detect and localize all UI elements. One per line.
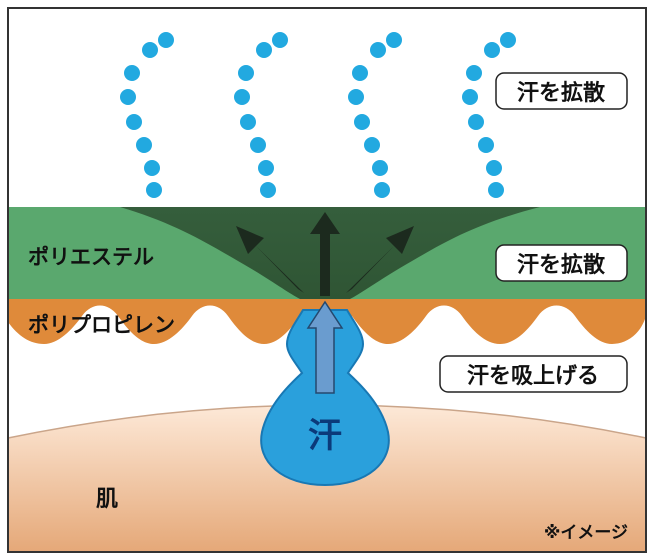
evaporation-dots [120,32,516,198]
polypropylene-layer [8,299,646,344]
sweat-dot [146,182,162,198]
sweat-dot [144,160,160,176]
sweat-dot [478,137,494,153]
sweat-dot [484,42,500,58]
sweat-dot [260,182,276,198]
callout-absorb: 汗を吸上げる [439,355,628,393]
sweat-dot [158,32,174,48]
sweat-dot [486,160,502,176]
polypropylene-label: ポリプロピレン [28,313,175,337]
sweat-dot [126,114,142,130]
sweat-drop [260,309,390,487]
sweat-dot [372,160,388,176]
image-note: ※イメージ [544,523,628,543]
arrow-right [346,226,414,293]
sweat-label: 汗 [308,416,342,456]
diffusion-arrows [236,212,414,296]
callout-text: 汗を吸上げる [467,364,599,389]
sweat-dot [386,32,402,48]
callout-text: 汗を拡散 [517,253,606,278]
sweat-dot [272,32,288,48]
callout-box [495,244,628,282]
sweat-dot [374,182,390,198]
diagram-frame [7,7,647,553]
polyester-label: ポリエステル [28,245,154,269]
sweat-dot [370,42,386,58]
skin-label: 肌 [96,487,118,512]
sweat-dot [462,89,478,105]
sweat-dot [124,65,140,81]
arrow-left [236,226,304,293]
callout-diffuse-middle: 汗を拡散 [495,244,628,282]
sweat-dot [348,89,364,105]
sweat-dot [466,65,482,81]
sweat-dot [136,137,152,153]
sweat-dot [234,89,250,105]
sweat-dot [258,160,274,176]
sweat-up-arrow [306,300,344,394]
sweat-dot [120,89,136,105]
arrow-center [310,212,340,296]
callout-box [495,72,628,110]
sweat-dot [500,32,516,48]
sweat-dot [256,42,272,58]
sweat-dot [352,65,368,81]
callout-box [439,355,628,393]
callout-diffuse-top: 汗を拡散 [495,72,628,110]
sweat-dot [250,137,266,153]
callout-text: 汗を拡散 [517,81,606,106]
sweat-dot [488,182,504,198]
sweat-dot [142,42,158,58]
sweat-dot [240,114,256,130]
sweat-dot [238,65,254,81]
sweat-dot [354,114,370,130]
sweat-dot [364,137,380,153]
sweat-dot [468,114,484,130]
